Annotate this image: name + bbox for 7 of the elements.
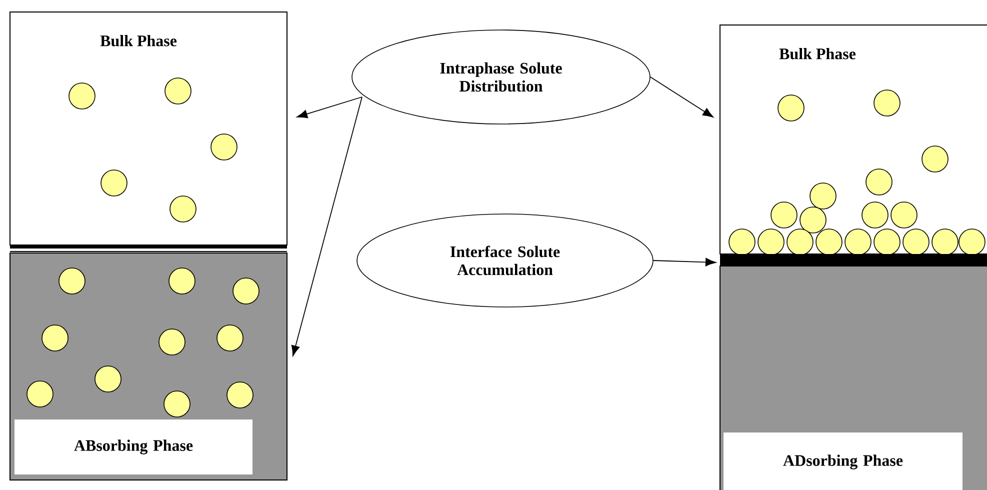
- phase-label: ADsorbing Phase: [724, 432, 963, 490]
- arrow: [650, 76, 714, 118]
- bulk-phase-box: Bulk Phase: [10, 12, 288, 246]
- arrow: [652, 258, 716, 266]
- arrow: [291, 96, 362, 356]
- phase-label: ABsorbing Phase: [14, 420, 252, 474]
- arrow: [296, 96, 362, 118]
